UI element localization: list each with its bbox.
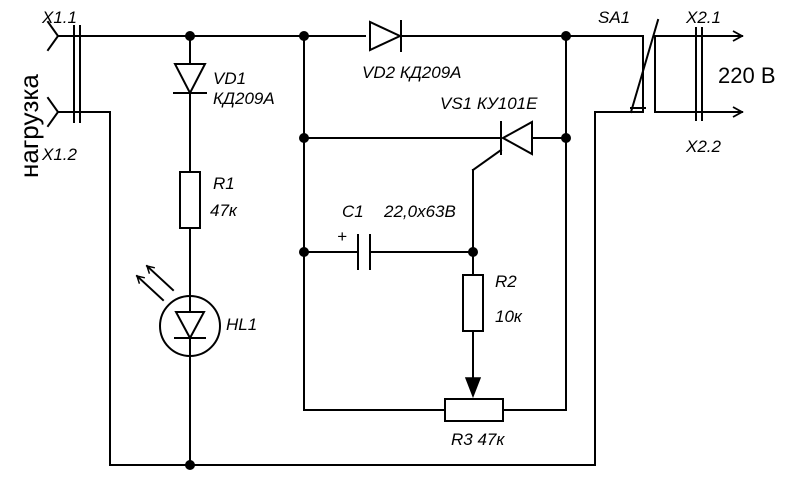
vd2-label: VD2 КД209А bbox=[362, 63, 462, 82]
bottom-wire bbox=[57, 111, 644, 466]
r1-ref-label: R1 bbox=[213, 174, 235, 193]
hl1-label: HL1 bbox=[226, 315, 257, 334]
connector-x2 bbox=[654, 27, 744, 121]
junction-dots bbox=[185, 31, 571, 470]
c1-value-label: 22,0х63В bbox=[383, 202, 456, 221]
connector-x1 bbox=[46, 20, 81, 128]
led-hl1 bbox=[135, 264, 221, 466]
supply-voltage-label: 220 В bbox=[718, 63, 776, 88]
resistor-r2 bbox=[462, 274, 484, 399]
thyristor-vs1 bbox=[303, 120, 567, 276]
terminal-x1-1-label: X1.1 bbox=[41, 8, 77, 27]
vd1-ref-label: VD1 bbox=[213, 69, 246, 88]
switch-sa1 bbox=[629, 18, 660, 114]
vs1-label: VS1 КУ101Е bbox=[440, 94, 538, 113]
c1-ref-label: C1 bbox=[342, 202, 364, 221]
diode-vd2 bbox=[369, 20, 403, 52]
r2-value-label: 10к bbox=[495, 307, 523, 326]
sa1-label: SA1 bbox=[598, 8, 630, 27]
resistor-r1 bbox=[179, 171, 201, 297]
diode-vd1 bbox=[173, 35, 207, 173]
r1-value-label: 47к bbox=[210, 201, 238, 220]
terminal-x2-1-label: X2.1 bbox=[685, 8, 721, 27]
r2-ref-label: R2 bbox=[495, 272, 517, 291]
terminal-x2-2-label: X2.2 bbox=[685, 137, 722, 156]
potentiometer-r3 bbox=[303, 398, 567, 422]
load-label: нагрузка bbox=[14, 74, 44, 178]
capacitor-c1 bbox=[303, 234, 474, 270]
r3-label: R3 47к bbox=[451, 430, 505, 449]
c1-polarity-label: + bbox=[337, 227, 347, 246]
terminal-x1-2-label: X1.2 bbox=[41, 145, 78, 164]
vd1-value-label: КД209А bbox=[213, 89, 275, 108]
